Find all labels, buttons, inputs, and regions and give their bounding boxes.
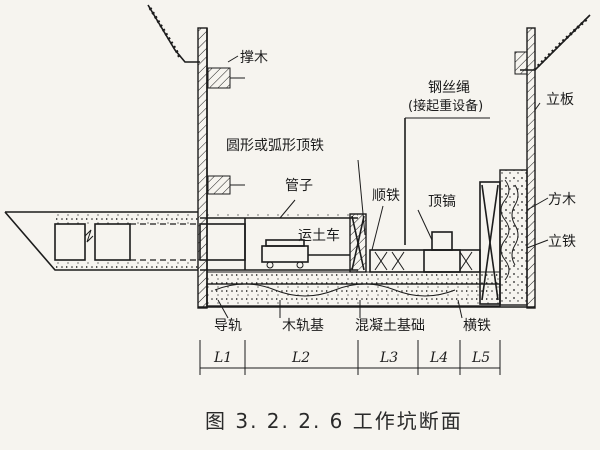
foundation bbox=[198, 271, 535, 308]
label-ding-huo: 顶镐 bbox=[428, 194, 456, 210]
label-dao-gui: 导轨 bbox=[214, 318, 242, 334]
outer-soil-left bbox=[4, 211, 198, 271]
label-wire-rope: 钢丝绳 bbox=[428, 80, 470, 96]
leader-lines bbox=[217, 55, 549, 319]
label-lifting-equipment: (接起重设备) bbox=[408, 98, 483, 114]
dim-l1: L1 bbox=[213, 350, 232, 366]
label-heng-tie: 横铁 bbox=[463, 318, 491, 334]
label-mu-gui-ji: 木轨基 bbox=[282, 317, 324, 334]
label-shun-tie: 顺铁 bbox=[372, 188, 400, 204]
label-yun-tu-che: 运土车 bbox=[298, 227, 340, 244]
dimension-line bbox=[199, 340, 501, 375]
dim-l4: L4 bbox=[429, 350, 448, 366]
wire-rope bbox=[404, 117, 490, 245]
soil-slope-left bbox=[147, 4, 200, 63]
dirt-cart bbox=[261, 239, 350, 269]
right-pit-wall bbox=[499, 27, 536, 309]
left-pit-wall bbox=[197, 27, 245, 309]
figure-caption: 图 3. 2. 2. 6 工作坑断面 bbox=[205, 409, 463, 433]
label-ding-tie: 圆形或弧形顶铁 bbox=[226, 138, 324, 154]
label-concrete-base: 混凝土基础 bbox=[355, 317, 425, 334]
dim-l2: L2 bbox=[291, 350, 310, 366]
label-li-ban: 立板 bbox=[546, 92, 574, 108]
jack-assembly bbox=[369, 231, 481, 273]
dim-l5: L5 bbox=[471, 350, 490, 366]
dim-l3: L3 bbox=[379, 350, 398, 366]
label-li-tie: 立铁 bbox=[548, 234, 576, 250]
label-fang-mu: 方木 bbox=[548, 192, 576, 208]
thrust-ring-block bbox=[349, 213, 367, 273]
label-guan-zi: 管子 bbox=[285, 178, 313, 194]
label-cheng-mu: 撑木 bbox=[240, 50, 268, 66]
pipe-sections bbox=[54, 212, 358, 271]
